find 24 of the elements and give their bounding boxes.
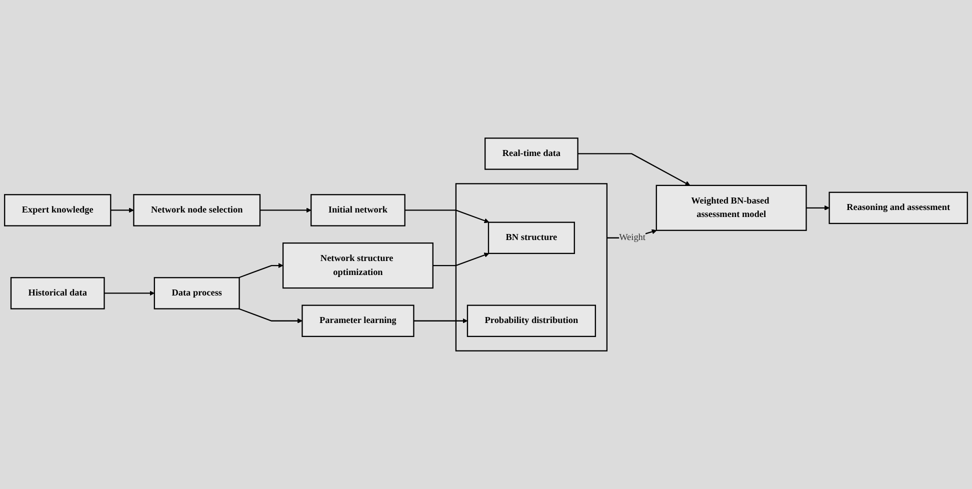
arrow (414, 318, 468, 324)
node-box: Expert knowledge (4, 194, 112, 226)
node-box: BN structure (488, 222, 575, 254)
node-box: Data process (154, 277, 240, 310)
arrow (238, 263, 284, 278)
node-box: Probability distribution (466, 304, 596, 337)
node-box: Real-time data (484, 138, 578, 170)
node-box: Reasoning and assessment (828, 192, 968, 224)
edge-label: Weight (619, 232, 646, 242)
node-box: Historical data (10, 277, 105, 310)
node-box: Network node selection (133, 194, 261, 226)
arrow (238, 308, 302, 324)
arrow (110, 208, 134, 213)
arrow (104, 290, 155, 296)
arrow (260, 208, 312, 213)
node-box: Parameter learning (302, 304, 414, 337)
node-box: Weighted BN-based assessment model (656, 184, 807, 231)
arrow (806, 205, 830, 210)
cluster (455, 183, 608, 352)
arrow (432, 252, 490, 266)
arrow (404, 210, 490, 224)
node-box: Network structure optimization (282, 242, 434, 289)
node-box: Initial network (310, 194, 406, 226)
arrow (578, 153, 690, 186)
